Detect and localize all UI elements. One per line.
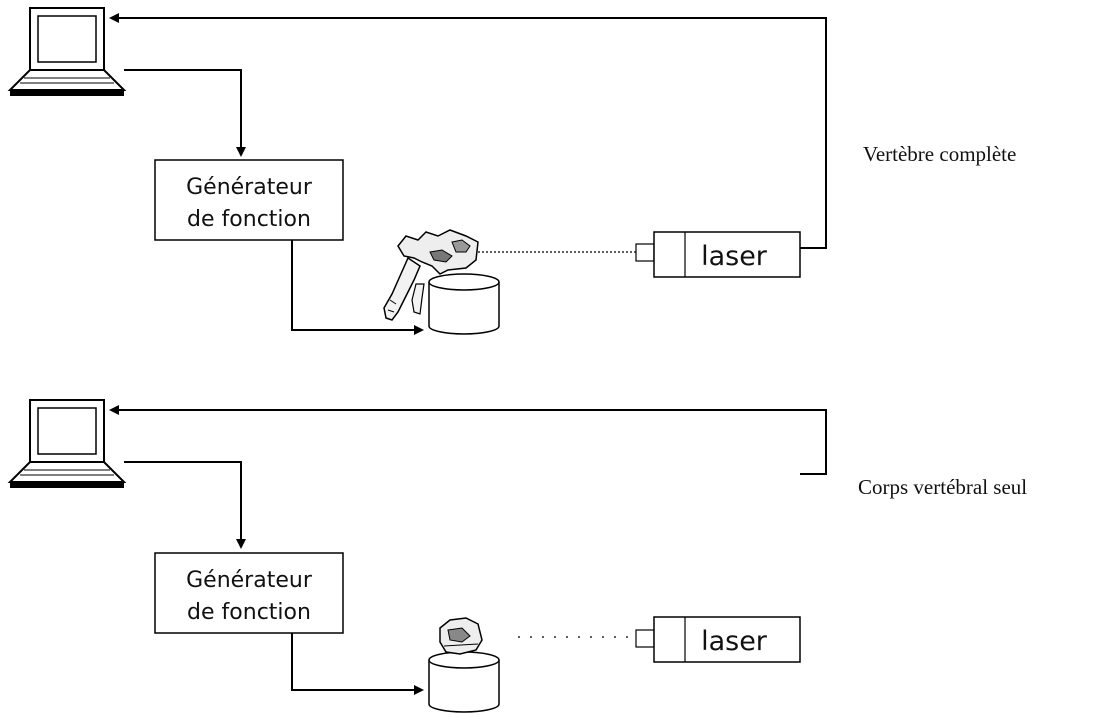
function-generator-box: Générateur de fonction [154,159,344,241]
complete-vertebra-icon [383,229,479,321]
shaker-cylinder [428,651,500,713]
laser-label: laser [701,241,768,272]
laser-to-computer-line [109,405,827,475]
laser-label: laser [701,626,768,657]
laser-device: laser [635,616,801,663]
laser-device: laser [635,231,801,278]
laptop-icon [7,7,127,96]
generator-label-line1: Générateur [186,568,313,593]
generator-label-line1: Générateur [186,175,313,200]
laptop-icon [7,399,127,488]
generator-to-shaker-line [291,633,424,695]
generator-label-line2: de fonction [187,207,311,232]
panel-caption: Vertèbre complète [863,142,1016,166]
laser-to-computer-line [109,13,827,249]
shaker-cylinder [428,273,500,335]
panel-caption: Corps vertébral seul [858,475,1027,499]
computer-to-generator-line [124,461,246,549]
generator-to-shaker-line [291,240,424,335]
panel-complete-vertebra: Générateur de fonction laser Ve [7,7,1016,335]
function-generator-box: Générateur de fonction [154,552,344,634]
panel-vertebral-body-only: Générateur de fonction laser Corps verté… [7,399,1027,713]
vertebral-body-icon [439,617,483,655]
generator-label-line2: de fonction [187,600,311,625]
computer-to-generator-line [124,69,246,157]
